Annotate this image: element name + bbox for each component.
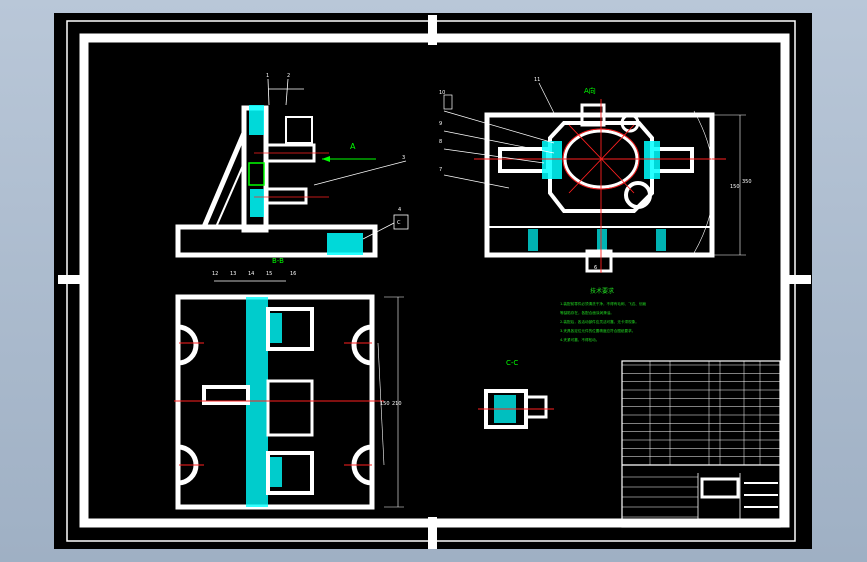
section-c-c: C-C	[478, 359, 554, 429]
callout-c: C	[397, 220, 401, 226]
top-view: A向 150 350 10	[439, 77, 752, 273]
balloon-7: 7	[439, 167, 442, 173]
center-mark-top	[428, 15, 437, 45]
section-b-b: B-B 150 210 12 13 14 15 16	[174, 257, 404, 510]
cad-drawing: A 1 2 3 4 C A向	[58, 15, 811, 549]
note-line-3: 2.装配后，各活动部件应灵活可靠，无卡滞现象。	[560, 319, 639, 324]
side-view: A 1 2 3 4 C	[175, 73, 409, 258]
balloon-15: 15	[266, 271, 272, 277]
balloon-3: 3	[402, 155, 405, 161]
center-mark-bottom	[428, 517, 437, 549]
section-bb-title: B-B	[272, 257, 284, 265]
balloon-8: 8	[439, 139, 442, 145]
balloon-13: 13	[230, 271, 236, 277]
view-a-title: A向	[584, 86, 596, 95]
balloon-10: 10	[439, 90, 445, 96]
center-mark-right	[781, 275, 811, 284]
balloon-4: 4	[398, 207, 401, 213]
balloon-14: 14	[248, 271, 254, 277]
balloon-6: 6	[594, 265, 597, 271]
balloon-12: 12	[212, 271, 218, 277]
balloon-11: 11	[534, 77, 540, 83]
note-line-2: 等缺陷存在，各配合面涂润滑油。	[560, 310, 614, 315]
note-line-5: 4.夹紧可靠，不得松动。	[560, 337, 599, 342]
note-line-1: 1.装配前零件必须清洗干净，不得有毛刺、飞边、划痕	[560, 301, 646, 306]
drawing-sheet: A 1 2 3 4 C A向	[54, 13, 812, 549]
technical-notes: 技术要求 1.装配前零件必须清洗干净，不得有毛刺、飞边、划痕 等缺陷存在，各配合…	[560, 287, 646, 342]
dim-top-350: 350	[742, 179, 752, 185]
dim-top-150: 150	[730, 184, 740, 190]
note-line-4: 3.夹具各定位元件的位置精度应符合图纸要求。	[560, 328, 635, 333]
title-block	[621, 360, 781, 528]
center-mark-left	[58, 275, 88, 284]
dim-sec-150: 150	[380, 401, 390, 407]
balloon-2: 2	[287, 73, 290, 79]
balloon-1: 1	[266, 73, 269, 79]
section-cc-title: C-C	[506, 359, 518, 367]
view-a-marker: A	[350, 142, 356, 151]
balloon-9: 9	[439, 121, 442, 127]
notes-title: 技术要求	[590, 287, 614, 295]
balloon-16: 16	[290, 271, 296, 277]
dim-sec-210: 210	[392, 401, 402, 407]
